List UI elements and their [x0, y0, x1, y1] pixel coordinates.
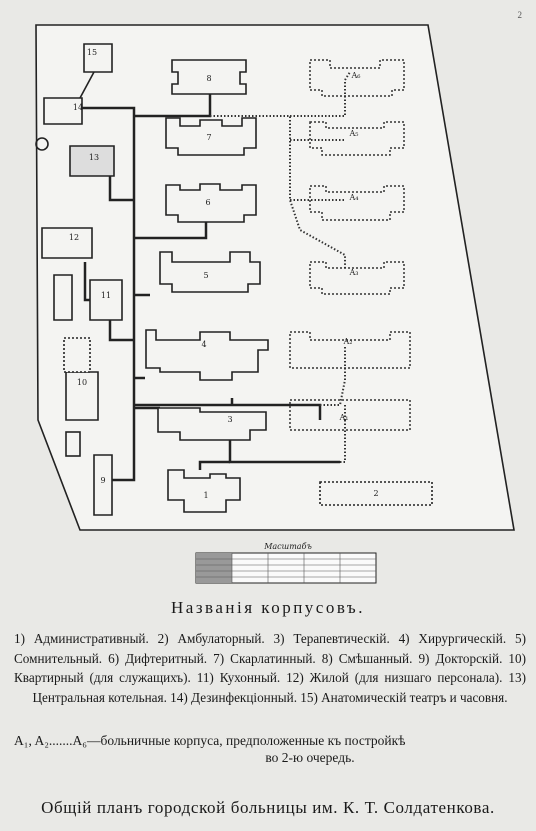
- scale-label: Масштабъ: [263, 542, 312, 551]
- label-b12: 12: [69, 233, 79, 242]
- note-line-2: во 2-ю очередь.: [265, 750, 355, 765]
- building-2-dotted-wing: [319, 481, 433, 506]
- building-15-link: [79, 71, 95, 99]
- label-b4: 4: [201, 340, 206, 349]
- label-b10: 10: [77, 378, 87, 387]
- label-b13: 13: [89, 153, 99, 162]
- building-15: [83, 43, 113, 73]
- future-lines: [210, 71, 351, 463]
- label-b1: 1: [203, 491, 208, 500]
- chimney-circle: [35, 137, 49, 151]
- building-12: [41, 227, 93, 259]
- building-14: [43, 97, 83, 125]
- building-11-annex: [53, 274, 73, 321]
- legend-title: Названія корпусовъ.: [171, 598, 365, 617]
- building-a5: [309, 121, 405, 156]
- building-6: [165, 183, 257, 223]
- building-5: [159, 251, 261, 293]
- building-10-wing: [63, 337, 91, 373]
- label-b7: 7: [206, 133, 211, 142]
- building-labels: 8 7 6 5 4 3 1 2 9 10 11 12 13 14 15 A₆ A…: [69, 48, 379, 500]
- label-b5: 5: [203, 271, 208, 280]
- label-b11: 11: [101, 291, 111, 300]
- label-a3: A₃: [349, 268, 359, 277]
- building-a4: [309, 185, 405, 221]
- label-b6: 6: [205, 198, 210, 207]
- building-3: [157, 407, 267, 441]
- building-8: [171, 59, 247, 95]
- building-9: [93, 454, 113, 516]
- label-b8: 8: [206, 74, 211, 83]
- future-buildings: [289, 59, 411, 431]
- label-b9: 9: [100, 476, 105, 485]
- label-a4: A₄: [349, 193, 359, 202]
- legend-text: 1) Административный. 2) Амбулаторный. 3)…: [14, 631, 526, 705]
- label-b2: 2: [373, 489, 378, 498]
- label-a1: A₁: [339, 413, 349, 422]
- label-b15: 15: [87, 48, 97, 57]
- future-buildings-note: A₁, A₂.......A₆—больничные корпуса, пред…: [14, 732, 526, 766]
- building-a6: [309, 59, 405, 97]
- page-mark: 2: [517, 10, 523, 20]
- building-1: [167, 469, 241, 513]
- label-a2: A₂: [343, 337, 353, 346]
- building-a3: [309, 261, 405, 295]
- building-a1: [289, 399, 411, 431]
- hospital-site-plan: 8 7 6 5 4 3 1 2 9 10 11 12 13 14 15 A₆ A…: [35, 24, 515, 584]
- existing-buildings: [35, 43, 433, 516]
- building-11: [89, 279, 123, 321]
- building-7: [165, 117, 257, 156]
- building-a2: [289, 331, 411, 369]
- label-a5: A₅: [349, 129, 359, 138]
- label-b3: 3: [227, 415, 232, 424]
- note-line-1: A₁, A₂.......A₆—больничные корпуса, пред…: [14, 733, 406, 748]
- building-13: [69, 145, 115, 177]
- small-shed: [65, 431, 81, 457]
- label-b14: 14: [73, 103, 83, 112]
- main-caption: Общій планъ городской больницы им. К. Т.…: [41, 798, 495, 817]
- label-a6: A₆: [351, 71, 361, 80]
- building-4: [145, 329, 269, 381]
- scale-bar: Масштабъ: [195, 542, 377, 584]
